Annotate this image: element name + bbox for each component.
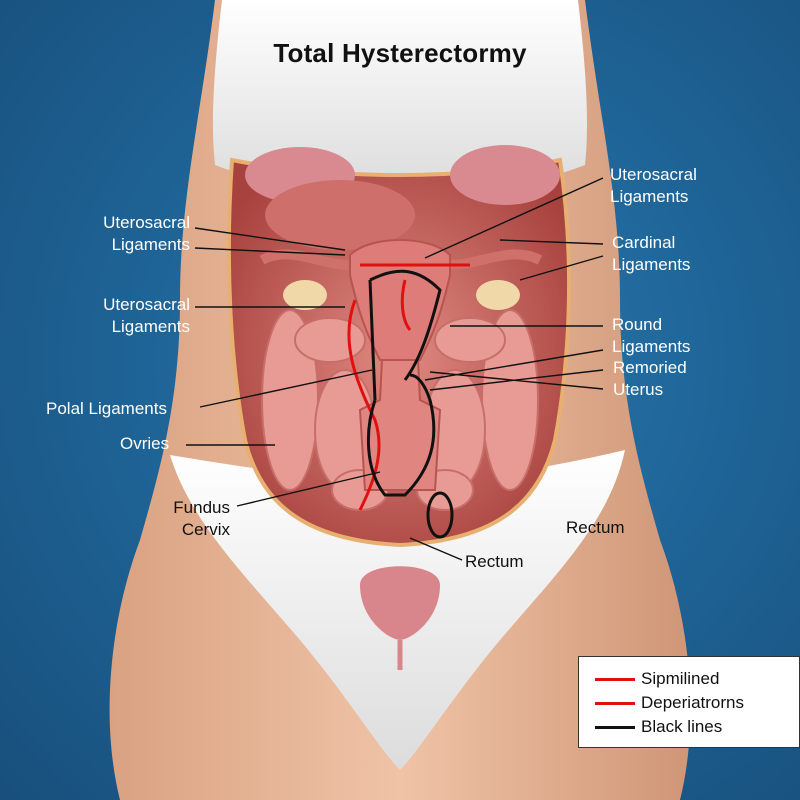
label-rectum-2: Rectum (465, 552, 524, 571)
label-uterosacral-ligaments-right: Uterosacral Ligaments (610, 165, 697, 206)
red-line-swatch-icon (595, 677, 635, 681)
ovary-left (283, 280, 327, 310)
page-title: Total Hysterectormy (273, 38, 527, 68)
label-uterosacral-ligaments-left-2: Uterosacral Ligaments (103, 295, 190, 336)
label-round-ligaments: Round Ligaments (612, 315, 691, 356)
legend-label: Black lines (641, 717, 723, 736)
label-remoried-uterus: Remoried Uterus (613, 358, 687, 399)
label-ovries: Ovries (120, 434, 170, 453)
legend-label: Sipmilined (641, 669, 720, 688)
legend-item: Deperiatrorns (595, 691, 799, 715)
legend-item: Sipmilined (595, 667, 799, 691)
label-polal-ligaments: Polal Ligaments (46, 399, 167, 418)
legend-label: Deperiatrorns (641, 693, 744, 712)
red-line (347, 299, 381, 511)
label-cardinal-ligaments: Cardinal Ligaments (612, 233, 691, 274)
black-line-swatch-icon (595, 725, 635, 729)
legend: Sipmilined Deperiatrorns Black lines (578, 656, 800, 748)
legend-item: Black lines (595, 715, 799, 739)
ovary-right (476, 280, 520, 310)
bladder (360, 566, 440, 640)
label-fundus-cervix: Fundus Cervix (173, 498, 230, 539)
top-garment (212, 0, 588, 192)
red-line-swatch-icon (595, 701, 635, 705)
uterus (349, 239, 451, 361)
label-uterosacral-ligaments-left-1: Uterosacral Ligaments (103, 213, 190, 254)
label-rectum-1: Rectum (566, 518, 625, 537)
